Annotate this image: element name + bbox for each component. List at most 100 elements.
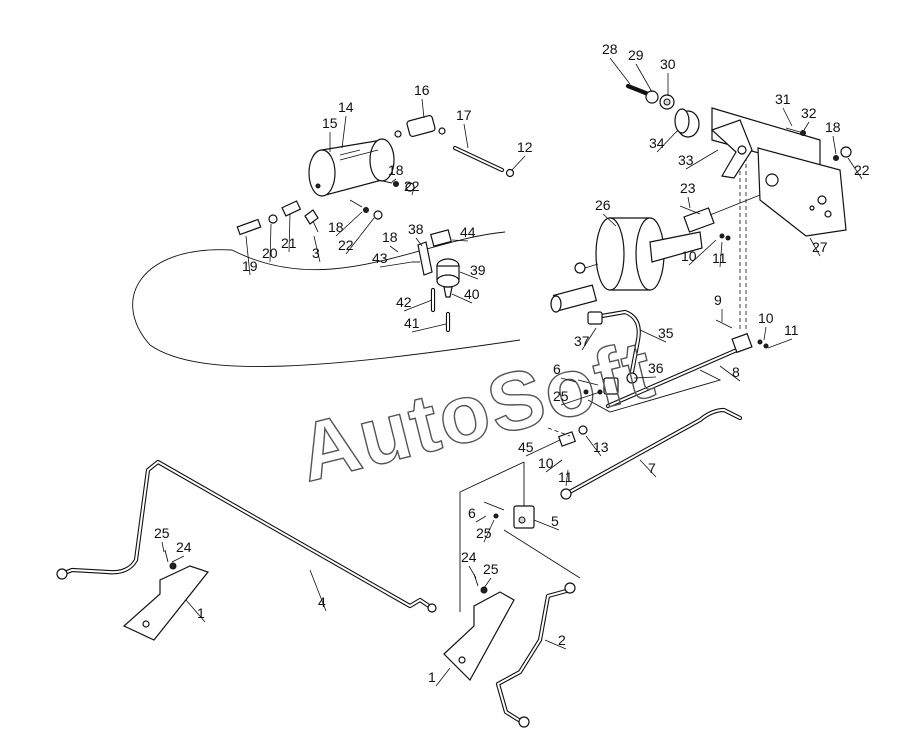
callout-number-6: 6 <box>553 361 561 377</box>
callout-number-40: 40 <box>464 286 480 302</box>
pipe-clamp-bracket-left <box>122 549 210 641</box>
callout-number-18: 18 <box>825 119 841 135</box>
callout-leader-25 <box>161 541 165 553</box>
callout-leader-37 <box>581 327 597 351</box>
callout-leader-36 <box>633 376 657 379</box>
callout-number-10: 10 <box>758 310 774 326</box>
callout-leader-4 <box>309 569 327 612</box>
callout-leader-45 <box>525 439 561 457</box>
callout-labels: 1123456678910101011111112131415161718181… <box>154 41 870 687</box>
callout-number-25: 25 <box>553 388 569 404</box>
tee-fitting-5 <box>459 461 581 612</box>
callout-number-20: 20 <box>262 245 278 261</box>
callout-leader-21 <box>288 213 291 253</box>
callout-leader-28 <box>609 57 631 85</box>
callout-number-15: 15 <box>322 115 338 131</box>
callout-leader-11 <box>719 241 723 268</box>
callout-leader-20 <box>269 223 272 263</box>
callout-leader-24 <box>171 555 185 563</box>
callout-number-35: 35 <box>658 325 674 341</box>
callout-leader-5 <box>533 519 560 531</box>
callout-number-26: 26 <box>595 197 611 213</box>
callout-leader-29 <box>635 63 653 93</box>
callout-leader-35 <box>639 329 667 343</box>
callout-leader-23 <box>687 196 691 209</box>
callout-number-10: 10 <box>538 455 554 471</box>
callout-leader-39 <box>459 271 479 280</box>
callout-number-5: 5 <box>551 513 559 529</box>
callout-leader-31 <box>782 107 793 127</box>
callout-number-1: 1 <box>197 605 205 621</box>
callout-number-34: 34 <box>649 135 665 151</box>
callout-number-30: 30 <box>660 56 676 72</box>
callout-leader-11 <box>565 469 569 487</box>
callout-leader-13 <box>585 435 602 457</box>
callout-number-28: 28 <box>602 41 618 57</box>
callout-leader-42 <box>403 299 433 312</box>
callout-number-25: 25 <box>154 525 170 541</box>
callout-leader-27 <box>809 237 821 257</box>
callout-number-22: 22 <box>404 178 420 194</box>
callout-leader-6 <box>475 515 487 523</box>
callout-leader-8 <box>719 365 741 382</box>
callout-leader-25 <box>560 391 601 406</box>
callout-number-27: 27 <box>812 239 828 255</box>
callout-number-16: 16 <box>414 82 430 98</box>
callout-leader-22 <box>411 187 415 196</box>
callout-leader-1 <box>185 599 206 623</box>
callout-number-6: 6 <box>468 505 476 521</box>
callout-number-12: 12 <box>517 139 533 155</box>
assembly-outline-curve <box>132 231 521 367</box>
callout-leader-11 <box>767 338 793 349</box>
callout-leader-7 <box>639 459 657 478</box>
brake-pipe-4 <box>56 459 437 613</box>
callout-leader-19 <box>245 235 251 276</box>
fitting-45 <box>547 427 577 447</box>
callout-number-41: 41 <box>404 315 420 331</box>
callout-number-1: 1 <box>428 669 436 685</box>
callout-number-3: 3 <box>312 245 320 261</box>
callout-number-7: 7 <box>648 460 656 476</box>
callout-leader-18 <box>832 135 837 155</box>
valve-group <box>412 229 460 333</box>
callout-number-11: 11 <box>712 250 727 266</box>
callout-leader-18 <box>335 211 363 237</box>
callout-leader-3 <box>313 235 321 263</box>
callout-number-18: 18 <box>388 162 404 178</box>
callout-leader-22 <box>847 157 863 180</box>
callout-number-14: 14 <box>338 99 354 115</box>
drain-assembly <box>236 200 319 236</box>
callout-number-44: 44 <box>460 224 476 240</box>
callout-leader-6 <box>560 377 577 383</box>
pipe-clamp-bracket-right <box>443 573 515 681</box>
callout-leader-38 <box>415 237 423 247</box>
callout-number-21: 21 <box>281 235 297 251</box>
callout-number-22: 22 <box>854 162 870 178</box>
callout-number-38: 38 <box>408 221 424 237</box>
callout-leader-24 <box>468 565 477 579</box>
tank-bolts <box>349 179 415 220</box>
callout-leader-41 <box>411 323 447 333</box>
callout-number-18: 18 <box>328 219 344 235</box>
callout-leader-14 <box>341 115 347 149</box>
callout-number-31: 31 <box>775 91 791 107</box>
callout-leader-18 <box>389 245 399 253</box>
callout-number-24: 24 <box>176 539 192 555</box>
callout-leader-10 <box>688 239 717 266</box>
chamber-air-pipe <box>587 309 641 384</box>
callout-number-4: 4 <box>318 594 326 610</box>
callout-number-32: 32 <box>801 105 817 121</box>
callout-number-19: 19 <box>242 258 258 274</box>
callout-number-25: 25 <box>476 525 492 541</box>
callout-number-29: 29 <box>628 47 644 63</box>
brake-lever <box>710 119 753 179</box>
callout-number-33: 33 <box>678 152 694 168</box>
callout-leader-2 <box>544 639 567 650</box>
bracket-fasteners <box>785 127 852 161</box>
callout-number-8: 8 <box>732 364 740 380</box>
callout-leader-10 <box>763 326 767 341</box>
callout-leader-16 <box>421 98 425 119</box>
brake-rod <box>605 319 769 409</box>
callout-number-9: 9 <box>714 292 722 308</box>
